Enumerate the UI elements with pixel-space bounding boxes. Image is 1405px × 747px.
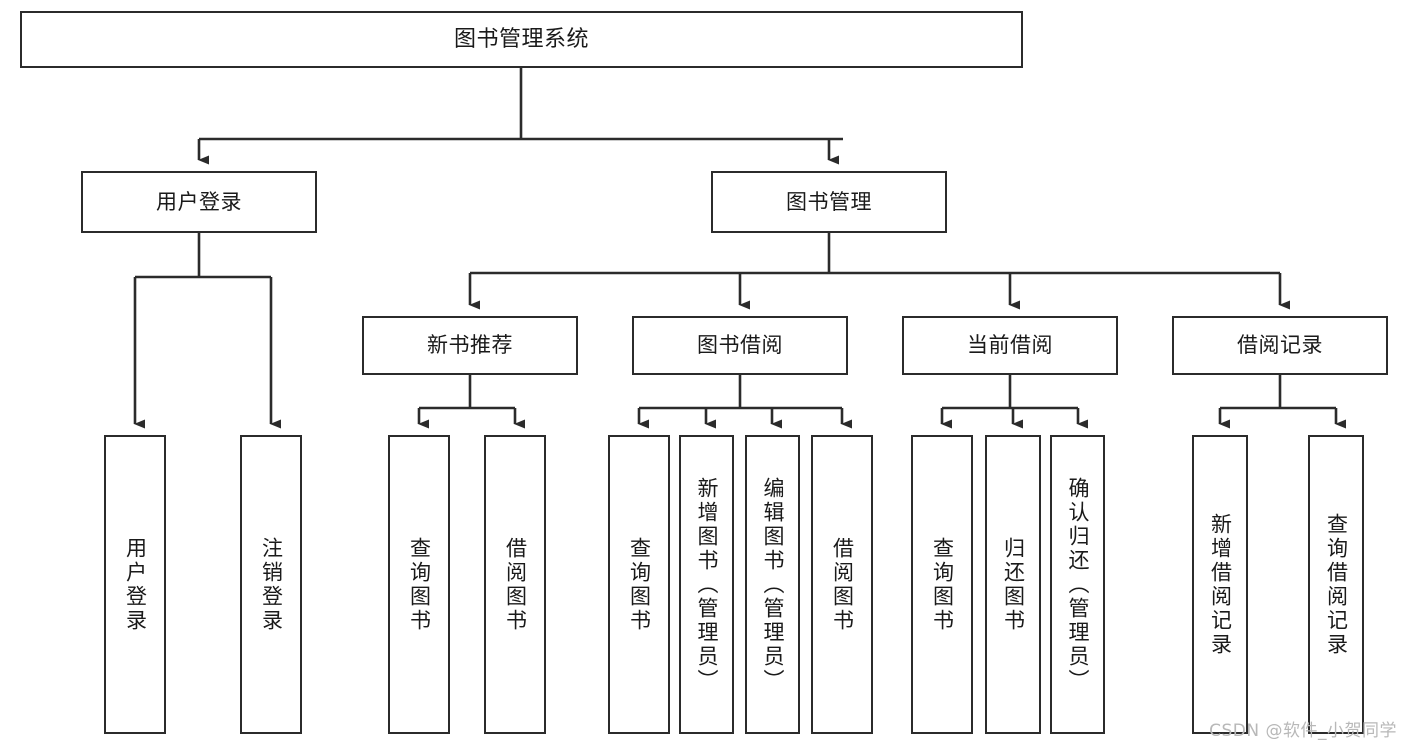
node-leaf-query-book-rec[interactable]: 查询图书 bbox=[388, 435, 450, 734]
node-book-borrow[interactable]: 图书借阅 bbox=[632, 316, 848, 375]
node-book-manage[interactable]: 图书管理 bbox=[711, 171, 947, 233]
node-leaf-query-book-borrow[interactable]: 查询图书 bbox=[608, 435, 670, 734]
node-leaf-edit-book-label: 编辑图书（管理员） bbox=[761, 476, 785, 693]
node-leaf-return-book[interactable]: 归还图书 bbox=[985, 435, 1041, 734]
node-leaf-user-login-label: 用户登录 bbox=[123, 536, 148, 633]
node-leaf-borrow-book-rec-label: 借阅图书 bbox=[503, 536, 528, 633]
node-leaf-logout-label: 注销登录 bbox=[259, 536, 284, 633]
node-new-book-recommend-label: 新书推荐 bbox=[427, 333, 513, 358]
node-root[interactable]: 图书管理系统 bbox=[20, 11, 1023, 68]
node-leaf-query-book-borrow-label: 查询图书 bbox=[627, 536, 652, 633]
node-leaf-return-book-label: 归还图书 bbox=[1001, 536, 1026, 633]
node-current-borrow[interactable]: 当前借阅 bbox=[902, 316, 1118, 375]
node-leaf-logout[interactable]: 注销登录 bbox=[240, 435, 302, 734]
node-leaf-query-book-current[interactable]: 查询图书 bbox=[911, 435, 973, 734]
node-leaf-edit-book[interactable]: 编辑图书（管理员） bbox=[745, 435, 800, 734]
node-leaf-add-book[interactable]: 新增图书（管理员） bbox=[679, 435, 734, 734]
node-user-login[interactable]: 用户登录 bbox=[81, 171, 317, 233]
node-borrow-record[interactable]: 借阅记录 bbox=[1172, 316, 1388, 375]
node-book-borrow-label: 图书借阅 bbox=[697, 333, 783, 358]
node-leaf-borrow-book[interactable]: 借阅图书 bbox=[811, 435, 873, 734]
node-leaf-query-book-rec-label: 查询图书 bbox=[407, 536, 432, 633]
node-current-borrow-label: 当前借阅 bbox=[967, 333, 1053, 358]
node-leaf-add-record-label: 新增借阅记录 bbox=[1208, 512, 1233, 657]
node-leaf-borrow-book-rec[interactable]: 借阅图书 bbox=[484, 435, 546, 734]
node-leaf-add-record[interactable]: 新增借阅记录 bbox=[1192, 435, 1248, 734]
node-leaf-query-record[interactable]: 查询借阅记录 bbox=[1308, 435, 1364, 734]
node-user-login-label: 用户登录 bbox=[156, 189, 242, 214]
node-leaf-confirm-return[interactable]: 确认归还（管理员） bbox=[1050, 435, 1105, 734]
node-leaf-user-login[interactable]: 用户登录 bbox=[104, 435, 166, 734]
node-borrow-record-label: 借阅记录 bbox=[1237, 333, 1323, 358]
node-book-manage-label: 图书管理 bbox=[786, 189, 872, 214]
node-root-label: 图书管理系统 bbox=[453, 26, 589, 52]
node-leaf-borrow-book-label: 借阅图书 bbox=[830, 536, 855, 633]
node-leaf-query-book-current-label: 查询图书 bbox=[930, 536, 955, 633]
node-leaf-query-record-label: 查询借阅记录 bbox=[1324, 512, 1349, 657]
node-new-book-recommend[interactable]: 新书推荐 bbox=[362, 316, 578, 375]
node-leaf-confirm-return-label: 确认归还（管理员） bbox=[1066, 476, 1090, 693]
node-leaf-add-book-label: 新增图书（管理员） bbox=[695, 476, 719, 693]
